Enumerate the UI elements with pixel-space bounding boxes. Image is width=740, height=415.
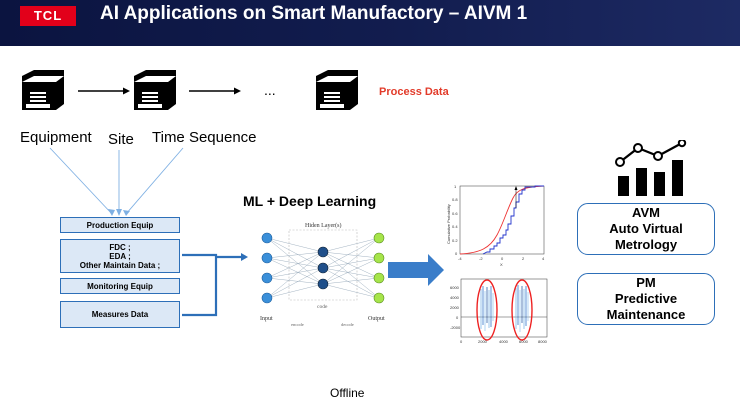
ts-ytick: -2000 [450,325,461,330]
fdc-eda-box: FDC ; EDA ; Other Maintain Data ; [60,239,180,273]
avm-box: AVM Auto Virtual Metrology [577,203,715,255]
hidden-layer-label: Hiden Layer(s) [305,222,341,229]
cdf-xtick: -2 [479,256,483,261]
tcl-logo: TCL [20,6,76,26]
process-data-label: Process Data [379,86,449,98]
ts-xtick: 6000 [519,339,529,344]
equipment-icon [316,70,358,110]
offline-label: Offline [330,386,365,400]
ts-spikes [480,285,529,332]
ts-xtick: 8000 [538,339,548,344]
ts-ytick: 2000 [450,305,460,310]
ts-xtick: 2000 [478,339,488,344]
ts-ytick: 4000 [450,295,460,300]
pm-box: PM Predictive Maintenance [577,273,715,325]
time-sequence-label: Time Sequence [152,129,257,146]
code-label: code [317,304,328,310]
equipment-icon [134,70,176,110]
cdf-ytick: 1 [454,184,457,189]
equipment-icon [22,70,64,110]
cdf-ylabel: Cumulative Probability [446,204,451,244]
measures-data-box: Measures Data [60,301,180,328]
ellipsis: ... [264,82,276,98]
input-label: Input [260,316,273,322]
cdf-red-curve [459,185,545,255]
ml-title: ML + Deep Learning [243,193,377,209]
cdf-ytick: 0.6 [452,211,458,216]
cdf-ytick: 0.8 [452,197,458,202]
cdf-plot: Cumulative Probability X 1 0.8 0.6 0.4 0… [446,184,545,267]
anomaly-highlight-1 [476,279,498,341]
header-bar [0,0,740,46]
production-equip-box: Production Equip [60,217,180,233]
cdf-ytick: 0 [455,251,458,256]
cdf-xtick: 4 [542,256,545,261]
output-label: Output [368,316,385,322]
ks-arrow-icon [514,186,518,190]
equipment-label: Equipment [20,129,92,146]
ts-xtick: 0 [460,339,463,344]
bar-chart-trend-icon [615,140,687,196]
cdf-xtick: 2 [522,256,525,261]
flow-arrow [189,87,241,95]
anomaly-highlight-2 [511,279,533,341]
ts-ytick: 6000 [450,285,460,290]
monitoring-equip-box: Monitoring Equip [60,278,180,294]
page-title: AI Applications on Smart Manufactory – A… [100,3,528,24]
decode-label: decode [341,322,354,327]
cdf-xtick: 0 [501,256,504,261]
cdf-xtick: -4 [458,256,462,261]
cdf-ytick: 0.2 [452,238,458,243]
neural-network-diagram: Hiden Layer(s) Input Output code encode … [260,222,385,327]
cdf-xlabel: X [500,262,503,267]
cdf-blue-curve [482,185,544,255]
cdf-ytick: 0.4 [452,224,458,229]
ts-ytick: 0 [456,315,459,320]
ts-xtick: 4000 [499,339,509,344]
encode-label: encode [291,322,304,327]
flow-arrow [78,87,130,95]
timeseries-plot: 6000 4000 2000 0 -2000 0 2000 4000 6000 … [450,278,548,344]
site-label: Site [108,131,134,148]
